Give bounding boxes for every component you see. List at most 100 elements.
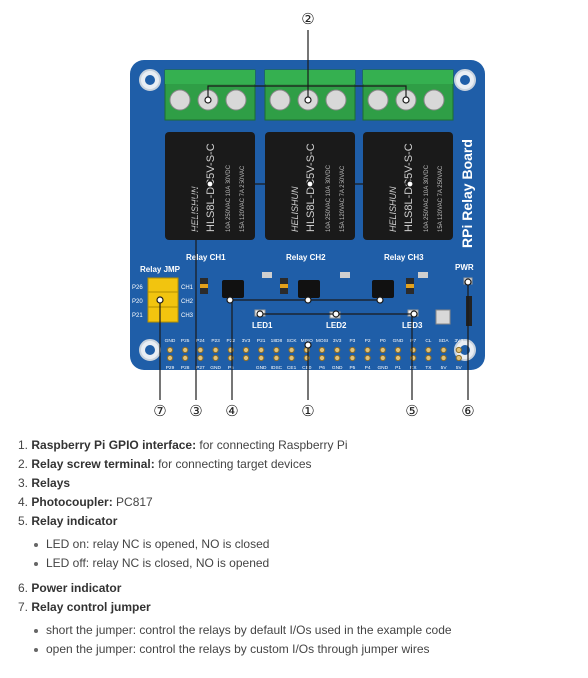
relay-indicator-sublist: LED on: relay NC is opened, NO is closed… xyxy=(18,535,574,573)
relay-ch2-model: HLS8L-DC5V-S-C xyxy=(305,143,317,232)
relay-ch2-rating-b: 15A 120VAC 7A 250VAC xyxy=(340,165,346,232)
gpio-bottom-label: CE0 xyxy=(302,365,312,371)
gpio-pin xyxy=(212,346,219,354)
list-item-1: 1. Raspberry Pi GPIO interface: for conn… xyxy=(18,438,348,452)
sub-item: short the jumper: control the relays by … xyxy=(34,621,574,640)
relay-ch1-brand: HELISHUN xyxy=(190,186,200,232)
callout-7: ⑦ xyxy=(153,403,166,420)
gpio-pin xyxy=(394,354,402,362)
relay-ch2-rating-a: 10A 250VAC 10A 30VDC xyxy=(326,164,332,232)
gpio-pin xyxy=(334,354,341,362)
gpio-top-label: P3 xyxy=(349,338,355,344)
gpio-top-label: P22 xyxy=(227,338,236,344)
callout-dots xyxy=(156,96,472,349)
gpio-pin xyxy=(258,354,265,362)
sub-item: LED on: relay NC is opened, NO is closed xyxy=(34,535,574,554)
gpio-pin xyxy=(288,346,295,354)
gpio-pin xyxy=(166,346,174,354)
sub-item: LED off: relay NC is closed, NO is opene… xyxy=(34,554,574,573)
gpio-pin xyxy=(197,354,204,362)
gpio-pin xyxy=(273,346,280,354)
gpio-top-label: SCK xyxy=(287,338,298,344)
relay-ch3-brand: HELISHUN xyxy=(388,186,398,232)
gpio-bottom-label: CE1 xyxy=(287,365,297,371)
relay-ch2-brand: HELISHUN xyxy=(290,186,300,232)
gpio-pin xyxy=(258,346,265,354)
led1-label: LED1 xyxy=(252,321,273,330)
gpio-bottom-label: TX xyxy=(425,365,432,371)
smd-components xyxy=(200,272,451,325)
gpio-pin xyxy=(455,354,462,362)
component-description: 1. Raspberry Pi GPIO interface: for conn… xyxy=(14,436,574,665)
screw-terminal-ch1 xyxy=(164,69,256,121)
gpio-pin xyxy=(394,346,402,354)
sub-item: open the jumper: control the relays by c… xyxy=(34,640,574,659)
gpio-pin xyxy=(440,346,447,354)
relay-ch1-rating-a: 10A 250VAC 10A 30VDC xyxy=(226,164,232,232)
callout-2: ② xyxy=(301,11,314,28)
gpio-pin xyxy=(197,346,204,354)
gpio-pin xyxy=(349,354,356,362)
relay-board-figure: HLS8L-DC5V-S-C HELISHUN 10A 250VAC 10A 3… xyxy=(130,11,485,420)
gpio-bottom-label: 5V xyxy=(456,365,463,371)
callout-5: ⑤ xyxy=(405,403,418,420)
jumper-ch2: CH2 xyxy=(181,299,194,305)
photocouplers xyxy=(222,280,394,298)
gpio-pin xyxy=(364,354,371,362)
gpio-bottom-label: P5 xyxy=(228,365,234,371)
jumper-pin-p26: P26 xyxy=(132,285,143,291)
gpio-pin xyxy=(410,346,417,354)
gpio-pin xyxy=(227,346,234,354)
gpio-pin xyxy=(166,354,174,362)
gpio-top-label: MOSI xyxy=(316,338,328,344)
gpio-bottom-label: 5V xyxy=(441,365,448,371)
gpio-top-label: MISO xyxy=(301,338,314,344)
gpio-pin xyxy=(242,354,250,362)
gpio-bottom-label: GND xyxy=(332,365,343,371)
component-list: 1. Raspberry Pi GPIO interface: for conn… xyxy=(14,436,574,659)
gpio-bottom-label: P4 xyxy=(365,365,371,371)
list-item-6: 6. Power indicator xyxy=(18,581,122,595)
gpio-bottom-label: IDSC xyxy=(271,365,283,371)
jumper-pin-p20: P20 xyxy=(132,299,143,305)
gpio-top-label: GND xyxy=(393,338,404,344)
gpio-bottom-label: P28 xyxy=(181,365,190,371)
gpio-pin xyxy=(227,354,234,362)
list-item-7: 7. Relay control jumper short the jumper… xyxy=(18,598,574,659)
relay-ch3-model: HLS8L-DC5V-S-C xyxy=(403,143,415,232)
gpio-pin xyxy=(410,354,417,362)
gpio-pin xyxy=(182,354,189,362)
list-item-5: 5. Relay indicator LED on: relay NC is o… xyxy=(18,512,574,573)
gpio-top-label: 3V3 xyxy=(333,338,342,344)
list-item-4: 4. Photocoupler: PC817 xyxy=(18,495,153,509)
board-title: RPi Relay Board xyxy=(459,139,475,248)
gpio-pin xyxy=(364,346,371,354)
gpio-pin xyxy=(425,354,432,362)
callout-3: ③ xyxy=(189,403,202,420)
mounting-holes xyxy=(139,69,476,361)
callout-1: ① xyxy=(301,403,314,420)
gpio-pin xyxy=(334,346,341,354)
gpio-pin xyxy=(379,346,386,354)
gpio-bottom-label: P5 xyxy=(349,365,355,371)
callout-6: ⑥ xyxy=(461,403,474,420)
gpio-pin xyxy=(379,354,386,362)
screw-terminal-ch2 xyxy=(264,69,356,121)
gpio-pin xyxy=(288,354,295,362)
gpio-pin xyxy=(212,354,219,362)
gpio-top-label: P24 xyxy=(196,338,205,344)
relay-ch1-model: HLS8L-DC5V-S-C xyxy=(205,143,217,232)
jumper-ch1: CH1 xyxy=(181,285,194,291)
gpio-top-label: 3V3 xyxy=(455,338,464,344)
gpio-bottom-label: RX xyxy=(410,365,417,371)
jumper-pin-p21: P21 xyxy=(132,313,143,319)
gpio-pin xyxy=(349,346,356,354)
list-item-3: 3. Relays xyxy=(18,476,71,490)
gpio-top-label: GND xyxy=(165,338,176,344)
gpio-pin xyxy=(318,346,326,354)
gpio-bottom-label: GND xyxy=(377,365,388,371)
gpio-top-label: CL xyxy=(425,338,431,344)
callout-4: ④ xyxy=(225,403,238,420)
list-item-2: 2. Relay screw terminal: for connecting … xyxy=(18,457,312,471)
